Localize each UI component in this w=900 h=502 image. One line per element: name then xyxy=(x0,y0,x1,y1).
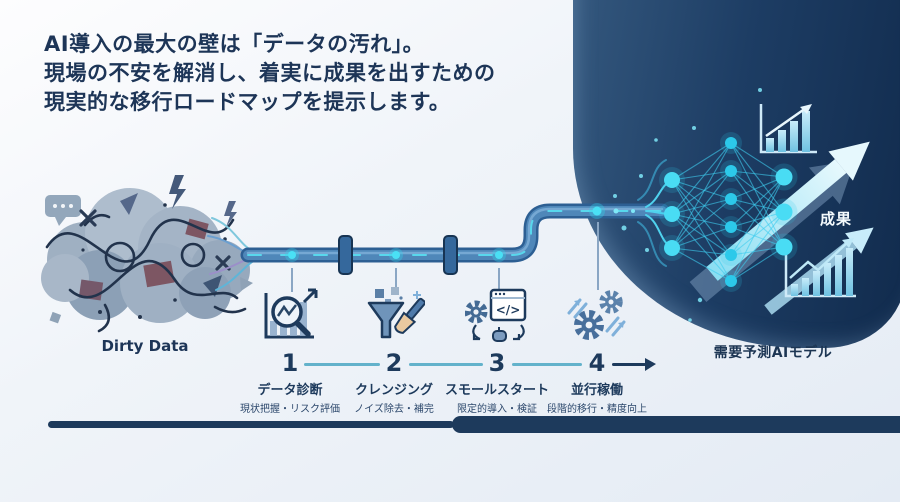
headline-line-3: 現実的な移行ロードマップを提示します。 xyxy=(44,90,451,114)
tangled-scribbles xyxy=(45,213,247,333)
step-connector-segment xyxy=(304,363,380,366)
step-subtitle: ノイズ除去・補完 xyxy=(354,404,434,415)
step-title: データ診断 xyxy=(257,383,323,398)
dirty-data-label: Dirty Data xyxy=(101,337,189,355)
chart-magnifier-icon xyxy=(225,286,355,346)
step-connector-segment xyxy=(512,363,582,366)
lightning-icon xyxy=(224,201,237,227)
network-nodes xyxy=(613,88,798,322)
bar-chart-top xyxy=(759,104,817,154)
pipe-flow-dashes xyxy=(247,210,663,256)
step-subtitle: 現状把握・リスク評価 xyxy=(240,404,340,415)
step-1-column: 1 データ診断 現状把握・リスク評価 xyxy=(225,286,355,415)
step-number: 2 xyxy=(385,349,403,377)
step-subtitle: 限定的導入・検証 xyxy=(457,404,537,415)
pipe-tube xyxy=(240,203,670,263)
funnel-brush-icon xyxy=(329,286,459,346)
headline: AI導入の最大の壁は「データの汚れ」。 現場の不安を解消し、着実に成果を出すため… xyxy=(44,30,496,117)
headline-line-1: AI導入の最大の壁は「データの汚れ」。 xyxy=(44,32,425,56)
step-number: 1 xyxy=(281,349,299,377)
gears-arrows-icon xyxy=(532,286,662,346)
step-connector-segment xyxy=(409,363,483,366)
step-number: 3 xyxy=(488,349,506,377)
error-x-marks xyxy=(79,209,231,271)
code-window-gear-icon: </> xyxy=(432,286,562,346)
step-final-arrow-line xyxy=(612,363,646,366)
step-2-column: 2 クレンジング ノイズ除去・補完 xyxy=(329,286,459,415)
step-number: 4 xyxy=(588,349,606,377)
bar-chart-bottom xyxy=(784,238,856,298)
speech-bubble-icon xyxy=(45,195,81,226)
network-edges xyxy=(671,142,785,282)
bottom-thin-bar xyxy=(48,421,454,428)
debris-shards xyxy=(49,175,253,324)
step-title: スモールスタート xyxy=(444,383,549,398)
lightning-icon xyxy=(169,175,186,209)
step-3-column: </> 3 スモールスタート 限定的導入・検証 xyxy=(432,286,562,415)
step-4-column: 4 並行稼働 段階的移行・精度向上 xyxy=(532,286,662,415)
pipe-joints xyxy=(338,235,458,275)
step-title: 並行稼働 xyxy=(570,383,623,398)
pipeline-pipe-graphic xyxy=(207,203,670,292)
code-glyph: </> xyxy=(496,303,521,317)
ai-model-label: 需要予測AIモデル xyxy=(713,345,833,361)
step-subtitle: 段階的移行・精度向上 xyxy=(547,404,647,415)
result-label: 成果 xyxy=(820,210,853,228)
neural-network-graphic xyxy=(613,88,874,322)
pipe-glow-dots xyxy=(285,203,635,262)
dirty-data-cloud-illustration xyxy=(41,175,253,333)
bottom-thick-bar xyxy=(452,416,900,433)
headline-line-2: 現場の不安を解消し、着実に成果を出すための xyxy=(44,61,496,85)
step-title: クレンジング xyxy=(354,383,433,398)
growth-arrow-large xyxy=(706,141,870,281)
right-arrow-icon xyxy=(645,358,656,371)
